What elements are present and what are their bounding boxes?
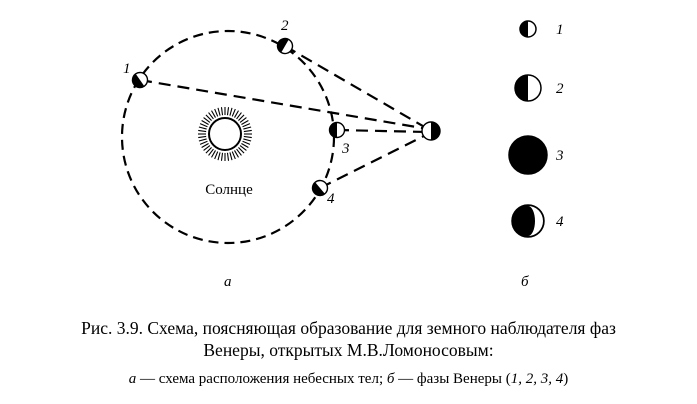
- sun-ray: [214, 108, 219, 117]
- sun-ray: [214, 151, 219, 160]
- sun-ray: [234, 110, 239, 118]
- sun-ray: [243, 129, 252, 133]
- subfigure-label-a: а: [224, 274, 232, 290]
- orbit-label-3: 3: [341, 141, 350, 157]
- orbit-label-2: 2: [281, 18, 289, 34]
- phase-label-2: 2: [556, 81, 564, 97]
- sight-line-4: [319, 133, 429, 189]
- sun-ray: [236, 148, 242, 156]
- sun-ray: [198, 126, 207, 130]
- sun-ray: [243, 126, 252, 130]
- sun-ray: [238, 147, 245, 154]
- caption-b-marker: б: [386, 371, 395, 387]
- venus-position-2: [276, 37, 294, 55]
- caption-b-text: — фазы Венеры (: [394, 371, 511, 387]
- venus-position-1: [131, 71, 149, 89]
- caption-a-marker: а: [128, 371, 137, 387]
- sun-ray: [241, 143, 249, 148]
- sun-ray: [229, 107, 233, 116]
- caption-line-2: Венеры, открытых М.В.Ломоносовым:: [203, 340, 494, 360]
- earth: [421, 121, 441, 141]
- sun-ray: [201, 143, 209, 148]
- sight-line-2: [284, 45, 429, 130]
- caption-line-3: а — схема расположения небесных тел; б —…: [0, 370, 697, 389]
- orbit-label-4: 4: [327, 191, 335, 207]
- phase-1: [519, 20, 537, 38]
- phase-4: [511, 204, 545, 238]
- sun-ray: [211, 110, 216, 118]
- sun-ray: [217, 107, 221, 116]
- caption-end: ): [563, 371, 569, 387]
- sun-ray: [243, 135, 252, 139]
- sun-disk: [208, 117, 242, 151]
- sun-ray: [234, 150, 239, 158]
- sun-ray: [208, 148, 214, 156]
- sun-ray: [220, 152, 224, 161]
- sun-ray: [198, 138, 207, 142]
- sight-lines: [139, 45, 429, 189]
- sun-ray: [203, 117, 211, 123]
- sun-ray: [211, 150, 216, 158]
- caption-phase-numbers: 1, 2, 3, 4: [510, 371, 564, 387]
- caption-a-text: — схема расположения небесных тел;: [136, 371, 387, 387]
- sun-ray: [231, 151, 236, 160]
- sun-ray: [199, 140, 208, 145]
- caption-line-1: Рис. 3.9. Схема, поясняющая образование …: [81, 318, 616, 338]
- sun: [198, 107, 252, 161]
- orbit-label-1: 1: [123, 61, 131, 77]
- phase-label-1: 1: [556, 22, 564, 38]
- sun-ray: [199, 123, 208, 128]
- venus-position-4: [311, 179, 329, 197]
- sun-ray: [205, 147, 212, 154]
- sun-ray: [231, 108, 236, 117]
- sun-ray: [198, 129, 207, 133]
- phase-label-4: 4: [556, 214, 564, 230]
- phase-3: [508, 135, 548, 175]
- sight-line-1: [139, 78, 429, 131]
- sun-label: Солнце: [205, 182, 253, 198]
- sun-ray: [242, 123, 251, 128]
- sun-ray: [203, 145, 211, 151]
- sun-ray: [226, 107, 230, 116]
- sun-ray: [241, 120, 249, 125]
- sun-ray: [208, 112, 214, 120]
- sun-ray: [242, 140, 251, 145]
- sun-ray: [238, 114, 245, 121]
- sun-ray: [201, 120, 209, 125]
- sun-ray: [217, 152, 221, 161]
- subfigure-label-b: б: [521, 274, 529, 290]
- sun-ray: [239, 145, 247, 151]
- venus-position-3: [328, 121, 346, 139]
- phase-2: [514, 74, 542, 102]
- sun-ray: [226, 152, 230, 161]
- sun-ray: [205, 114, 212, 121]
- sun-ray: [236, 112, 242, 120]
- sun-ray: [198, 135, 207, 139]
- sight-line-3: [336, 128, 429, 134]
- sun-ray: [220, 107, 224, 116]
- sun-rays: [198, 107, 252, 161]
- phase-label-3: 3: [555, 148, 564, 164]
- sun-ray: [239, 117, 247, 123]
- sun-ray: [229, 152, 233, 161]
- sun-ray: [243, 138, 252, 142]
